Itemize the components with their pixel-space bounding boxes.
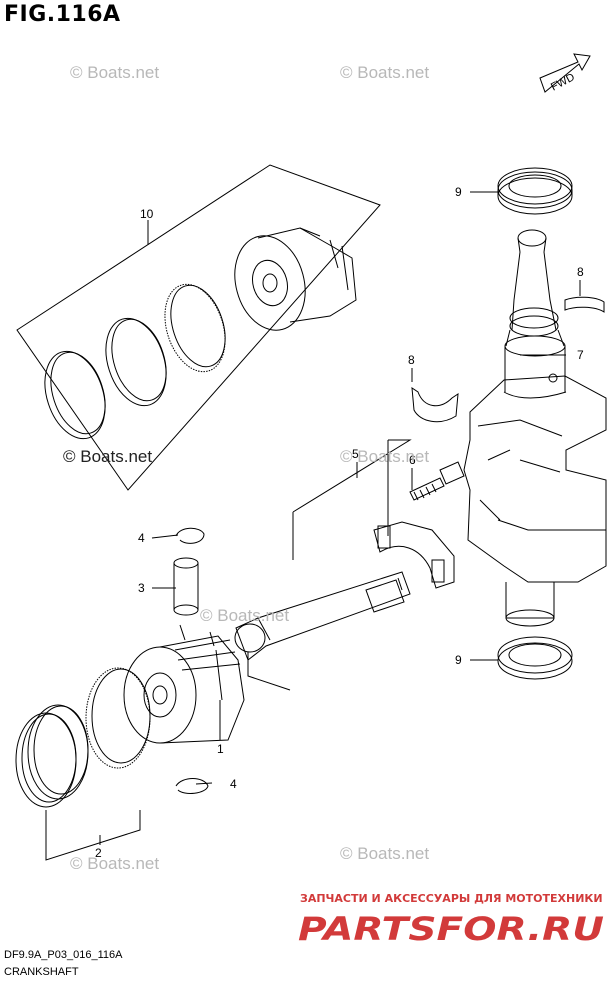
circlip-upper [175,527,205,544]
callout-8-upper: 8 [577,265,584,279]
connecting-rod-cap [373,521,455,589]
piston-ring [44,350,106,440]
leader-bracket-5 [292,439,412,560]
ring-set-group [16,164,381,491]
connecting-rod [234,571,411,691]
piston-ring [105,317,167,407]
watermark: © Boats.net [340,63,429,82]
watermark: © Boats.net [340,447,429,466]
callout-4-upper: 4 [138,531,145,545]
brand-tagline: ЗАПЧАСТИ И АКСЕССУАРЫ ДЛЯ МОТОТЕХНИКИ [300,892,603,905]
watermark: © Boats.net [70,63,159,82]
figure-code: DF9.9A_P03_016_116A [4,949,123,961]
circlip-lower [175,778,209,794]
callout-4-lower: 4 [230,777,237,791]
watermark: © Boats.net [70,854,159,873]
piston [123,624,245,744]
crankshaft [463,229,607,627]
callout-9-lower: 9 [455,653,462,667]
callout-7: 7 [577,348,584,362]
watermark: © Boats.net [200,606,289,625]
callout-5: 5 [352,447,359,461]
callout-8-lower: 8 [408,353,415,367]
callout-2: 2 [95,846,102,860]
callout-10: 10 [140,207,154,221]
callout-6: 6 [409,453,416,467]
watermarks: © Boats.net © Boats.net © Boats.net © Bo… [63,63,429,873]
oil-seal-lower [497,636,573,680]
callout-9-upper: 9 [455,185,462,199]
oil-seal-upper [497,167,573,215]
piston-top [234,227,357,331]
figure-caption: CRANKSHAFT [4,966,79,978]
crank-bearing-lower [411,387,459,423]
brand-logo: PARTSFOR.RU [298,910,604,948]
connecting-rod-bolt [409,461,465,501]
piston-ring [164,283,226,373]
brand-watermark: ЗАПЧАСТИ И АКСЕССУАРЫ ДЛЯ МОТОТЕХНИКИ PA… [298,892,604,948]
callout-labels: 1 2 3 4 4 5 6 7 8 8 9 9 10 [95,185,584,860]
piston-rings-lower [15,667,151,808]
watermark: © Boats.net [63,447,152,466]
piston-pin [173,557,199,616]
figure-title: FIG.116A [4,2,121,27]
callout-3: 3 [138,581,145,595]
crank-bearing-upper [564,296,605,313]
piston-ring [85,667,151,769]
forward-arrow-icon: FWD [539,53,591,94]
watermark: © Boats.net [340,844,429,863]
callout-1: 1 [217,742,224,756]
piston-ring [27,704,89,800]
